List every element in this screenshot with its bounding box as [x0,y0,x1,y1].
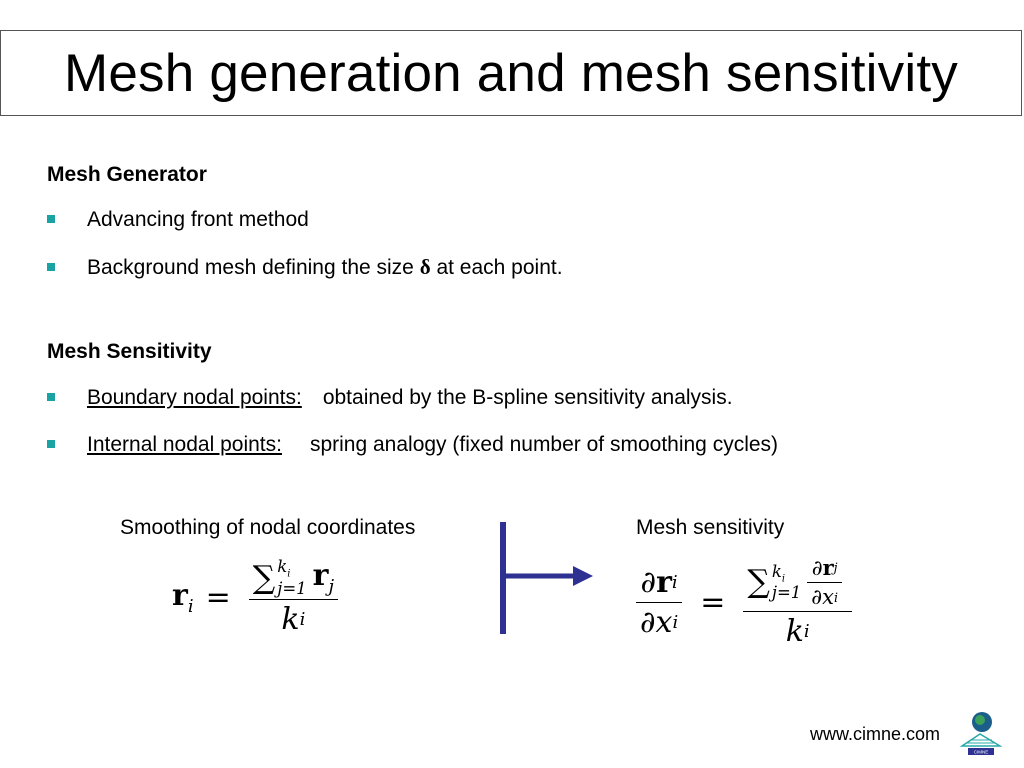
slide-title: Mesh generation and mesh sensitivity [64,43,958,103]
bullet-boundary-nodal: Boundary nodal points: obtained by the B… [47,386,733,410]
square-bullet-icon [47,393,55,401]
bullet-internal-nodal: Internal nodal points: spring analogy (f… [47,433,778,457]
bullet-text-before: Background mesh defining the size [87,255,420,279]
implication-arrow-icon [500,522,593,634]
cimne-logo-icon: CIMNE [959,712,1002,755]
bullet-text-after: at each point. [430,255,563,279]
bullet-advancing-front: Advancing front method [47,208,309,232]
smoothing-caption: Smoothing of nodal coordinates [120,516,416,539]
mesh-sensitivity-heading: Mesh Sensitivity [47,340,212,363]
boundary-nodal-label: Boundary nodal points: [87,386,302,409]
square-bullet-icon [47,440,55,448]
bullet-background-mesh: Background mesh defining the size δ at e… [47,255,563,280]
square-bullet-icon [47,262,55,271]
bullet-text: Advancing front method [87,208,309,231]
mesh-generator-heading: Mesh Generator [47,163,207,186]
title-box: Mesh generation and mesh sensitivity [0,30,1022,116]
footer-url[interactable]: www.cimne.com [810,724,941,744]
boundary-nodal-text: obtained by the B-spline sensitivity ana… [322,386,733,409]
square-bullet-icon [47,215,55,223]
delta-symbol: δ [419,255,431,279]
internal-nodal-label: Internal nodal points: [87,433,282,456]
sensitivity-caption: Mesh sensitivity [636,516,785,539]
logo-text: CIMNE [974,750,989,755]
internal-nodal-text: spring analogy (fixed number of smoothin… [309,433,779,456]
